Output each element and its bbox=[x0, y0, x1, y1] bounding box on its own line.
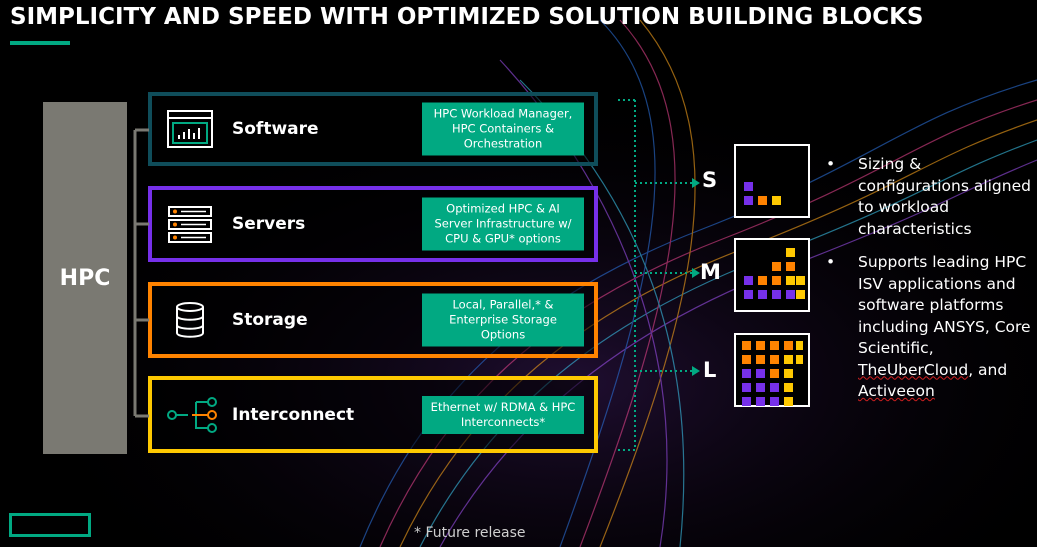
servers-tag: Optimized HPC & AI Server Infrastructure… bbox=[422, 197, 584, 251]
page-title: SIMPLICITY AND SPEED WITH OPTIMIZED SOLU… bbox=[10, 4, 924, 30]
interconnect-tag: Ethernet w/ RDMA & HPC Interconnects* bbox=[422, 395, 584, 434]
storage-block: Storage Local, Parallel,* & Enterprise S… bbox=[148, 282, 598, 358]
footnote: * Future release bbox=[414, 525, 526, 541]
storage-label: Storage bbox=[232, 310, 308, 330]
software-label: Software bbox=[232, 119, 319, 139]
servers-label: Servers bbox=[232, 214, 306, 234]
size-large-letter: L bbox=[703, 358, 717, 382]
size-medium-box bbox=[734, 238, 810, 312]
size-large-box bbox=[734, 333, 810, 407]
network-icon bbox=[167, 396, 217, 433]
database-icon bbox=[176, 302, 204, 338]
size-bracket bbox=[618, 99, 700, 451]
servers-block: Servers Optimized HPC & AI Server Infras… bbox=[148, 186, 598, 262]
size-small-box bbox=[734, 144, 810, 218]
software-block: Software HPC Workload Manager, HPC Conta… bbox=[148, 92, 598, 166]
bullet-sizing: Sizing & configurations aligned to workl… bbox=[826, 154, 1036, 240]
size-small-letter: S bbox=[702, 168, 718, 192]
feature-bullets: Sizing & configurations aligned to workl… bbox=[826, 154, 1036, 415]
bullet-isv-support: Supports leading HPC ISV applications an… bbox=[826, 252, 1036, 403]
hpc-label: HPC bbox=[59, 265, 111, 291]
interconnect-block: Interconnect Ethernet w/ RDMA & HPC Inte… bbox=[148, 376, 598, 453]
hpc-bracket bbox=[133, 128, 149, 418]
dashboard-icon bbox=[167, 110, 213, 148]
activeeon-text: Activeeon bbox=[858, 382, 935, 400]
uber-cloud-text: TheUberCloud bbox=[858, 360, 969, 379]
hpe-logo bbox=[9, 513, 91, 537]
server-rack-icon bbox=[168, 206, 212, 243]
size-medium-letter: M bbox=[700, 260, 721, 284]
title-underline bbox=[10, 41, 70, 45]
software-tag: HPC Workload Manager, HPC Containers & O… bbox=[422, 102, 584, 156]
hpc-bar: HPC bbox=[43, 102, 127, 454]
interconnect-label: Interconnect bbox=[232, 404, 355, 425]
storage-tag: Local, Parallel,* & Enterprise Storage O… bbox=[422, 293, 584, 347]
